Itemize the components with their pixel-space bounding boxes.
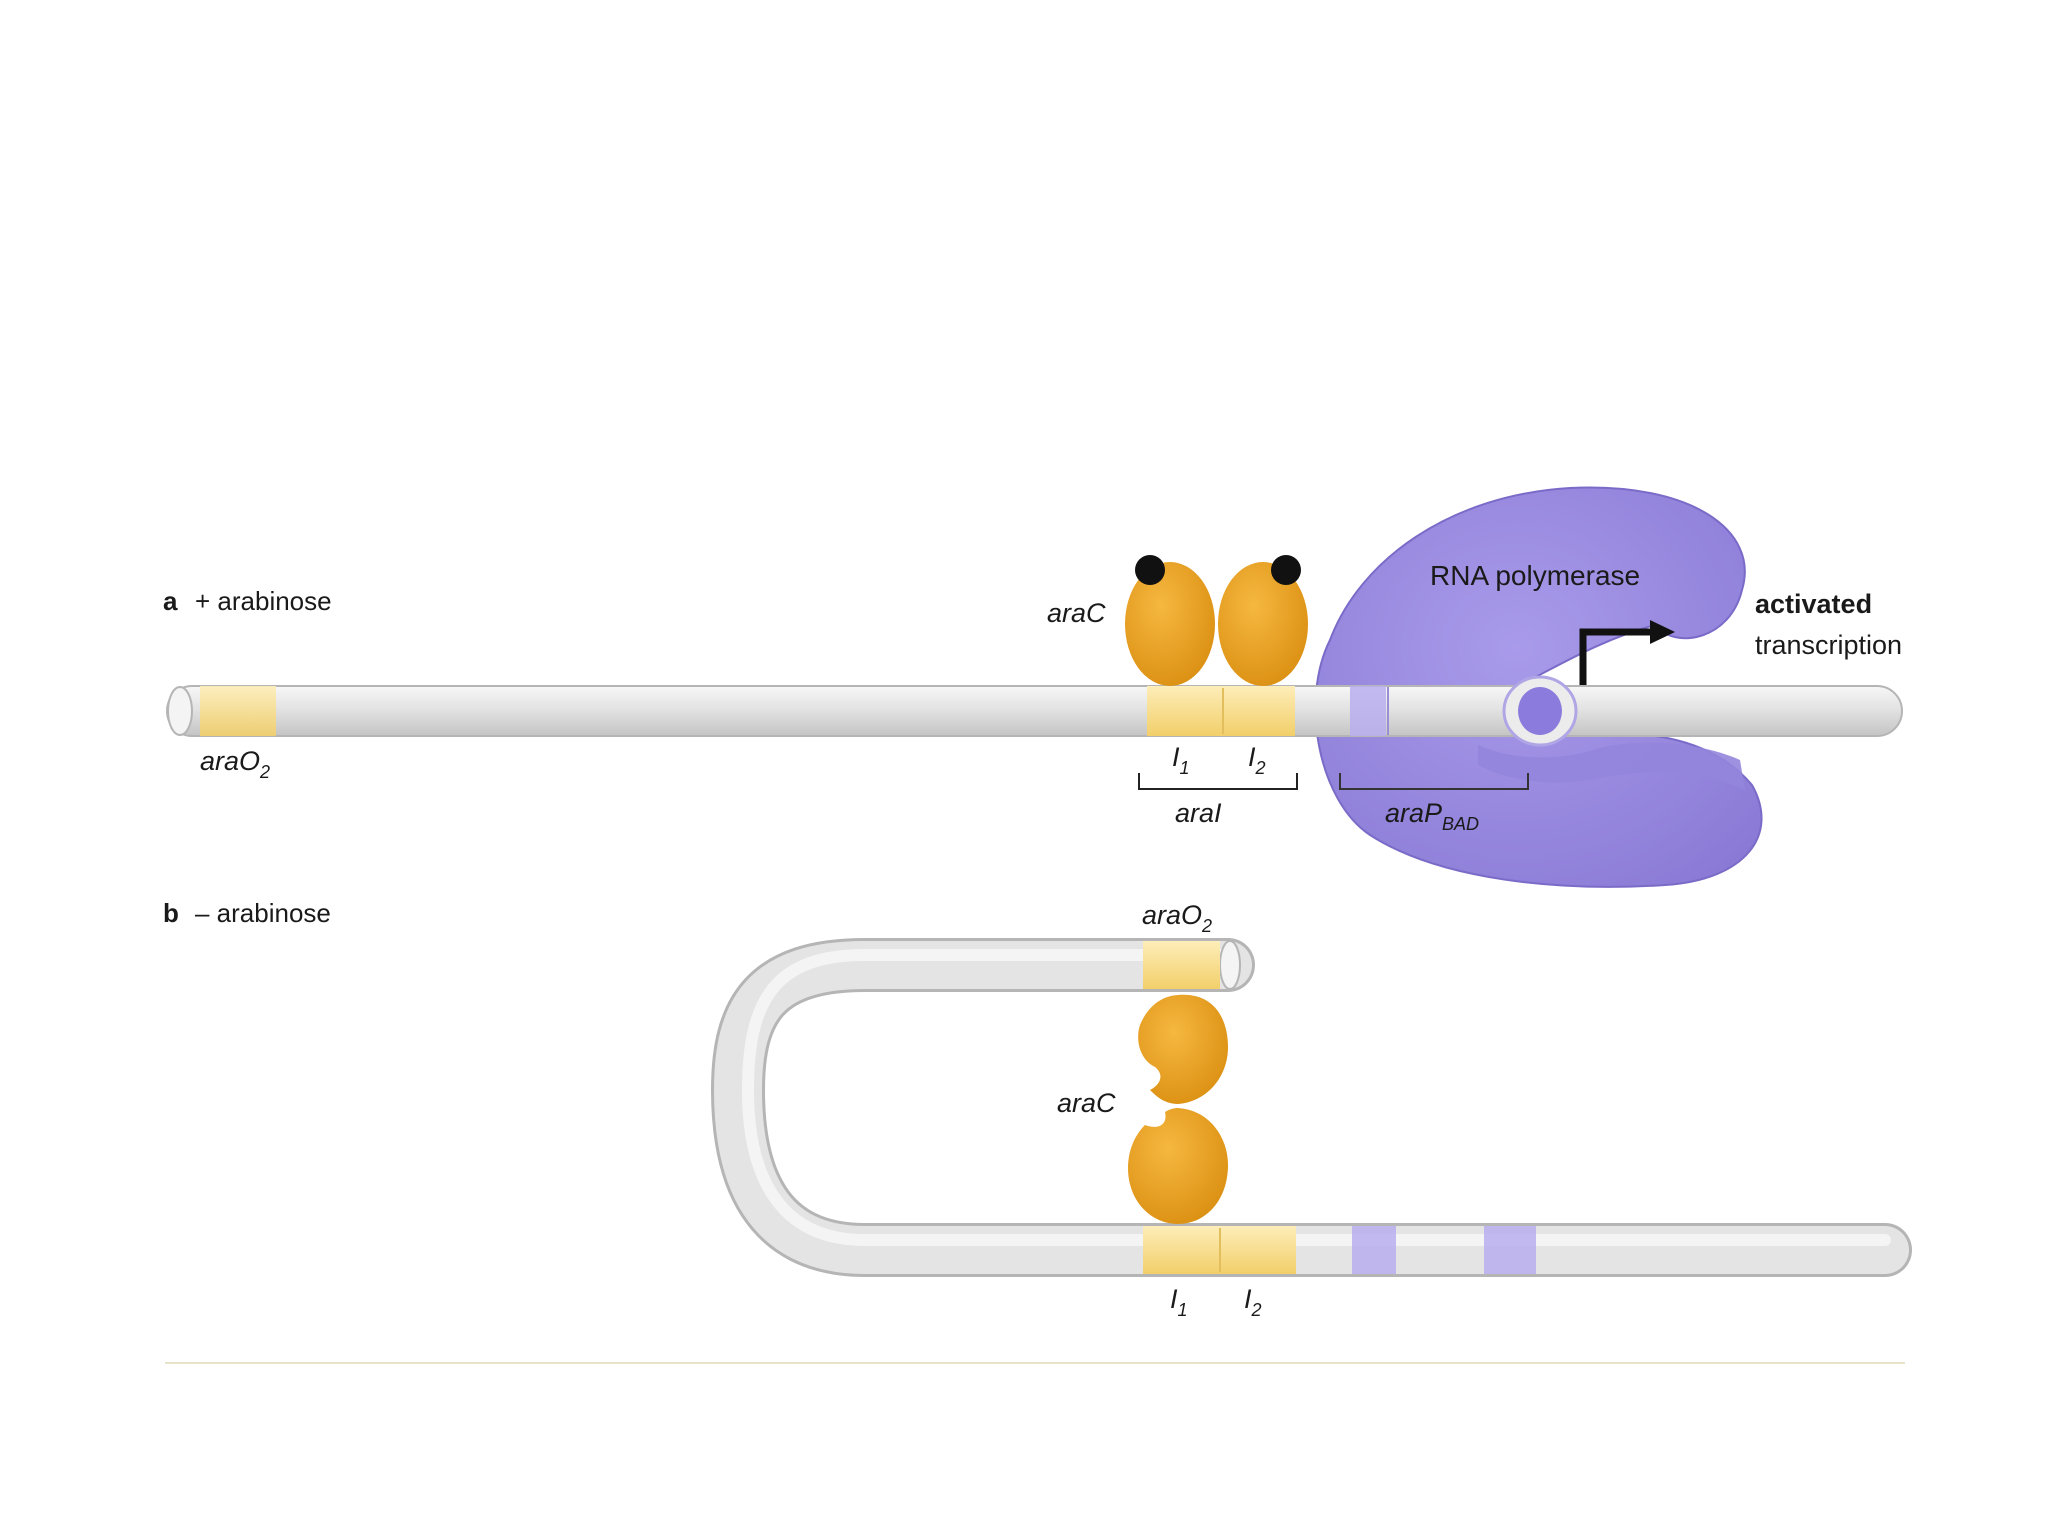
i2-label-a: I2 (1248, 742, 1266, 778)
panel-b-letter: b (163, 898, 179, 928)
promoter-label: araPBAD (1385, 798, 1479, 834)
arabinose-icon-left (1135, 555, 1165, 585)
dna-strand-a (166, 685, 1903, 737)
arac-label-a: araC (1047, 598, 1106, 628)
i2-site-b (1220, 1226, 1296, 1274)
result-line2: transcription (1755, 630, 1902, 660)
arao2-label-b: araO2 (1142, 900, 1212, 936)
promoter-band-b2 (1484, 1226, 1536, 1274)
polymerase-active-site (1518, 687, 1562, 735)
dna-loop-b-fill (713, 941, 1909, 1274)
arao2-site-b (1143, 941, 1220, 989)
i1-site-a (1147, 686, 1223, 736)
panel-a: a + arabinose araC RNA polymerase activa… (163, 486, 1903, 888)
i2-label-b: I2 (1244, 1284, 1262, 1320)
arac-monomer-left-a (1125, 562, 1215, 686)
dna-end-b (1219, 940, 1241, 990)
arai-label: araI (1175, 798, 1222, 828)
arao2-label-a: araO2 (200, 746, 270, 782)
result-line1: activated (1755, 589, 1872, 619)
panel-b-condition: – arabinose (195, 898, 331, 928)
promoter-bracket (1339, 773, 1529, 790)
arabinose-icon-right (1271, 555, 1301, 585)
arac-label-b: araC (1057, 1088, 1116, 1118)
transcription-arrow (1579, 628, 1655, 685)
rna-polymerase-lip (1478, 742, 1745, 790)
arac-monomer-top-b (1138, 994, 1228, 1104)
panel-a-letter: a (163, 586, 178, 616)
arac-monomer-bottom-b (1128, 1108, 1228, 1224)
polymerase-label: RNA polymerase (1430, 560, 1640, 591)
arac-monomer-right-a (1218, 562, 1308, 686)
promoter-band-b1 (1352, 1226, 1396, 1274)
i1-label-a: I1 (1172, 742, 1190, 778)
dna-loop-b-highlight (741, 949, 1891, 1246)
arai-bracket (1138, 773, 1298, 790)
arao2-site-a (200, 686, 276, 736)
panel-a-condition: + arabinose (195, 586, 332, 616)
transcription-arrowhead (1650, 620, 1675, 644)
dna-end-a (167, 686, 193, 736)
i1-label-b: I1 (1170, 1284, 1188, 1320)
i1-site-b (1143, 1226, 1220, 1274)
i2-site-a (1223, 686, 1295, 736)
promoter-band-a1 (1350, 686, 1386, 736)
panel-b: b – arabinose araO2 araC I1 I2 (163, 898, 1912, 1320)
dna-loop-b (710, 938, 1912, 1277)
